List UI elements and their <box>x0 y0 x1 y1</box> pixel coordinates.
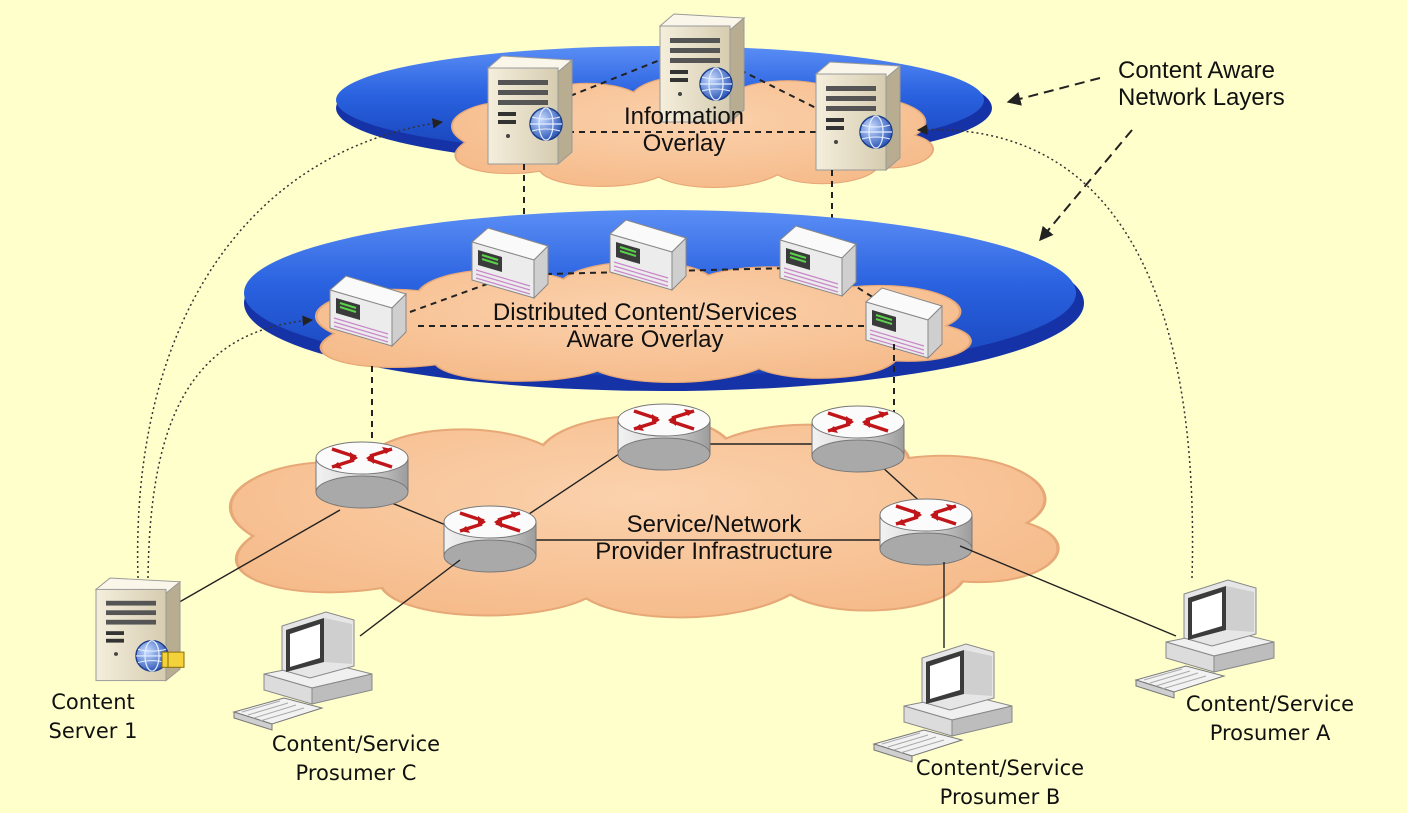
router-3 <box>616 402 712 472</box>
router-1 <box>314 440 410 510</box>
information-overlay-label-line1: Information <box>623 103 745 130</box>
prosumer-c-label-line1: Content/Service <box>271 732 441 756</box>
information-overlay-links <box>559 59 821 133</box>
distributed-overlay-layer <box>244 210 1084 391</box>
content-aware-caption: Content Aware Network Layers <box>1118 57 1285 112</box>
prosumer-a-label-line1: Content/Service <box>1185 692 1355 716</box>
prosumer-c-label-line2: Prosumer C <box>295 761 417 786</box>
layer-connectors-lower <box>371 344 895 446</box>
information-overlay-layer <box>336 13 992 189</box>
caption-arrows <box>1006 77 1133 242</box>
distributed-overlay-label: Distributed Content/Services Aware Overl… <box>410 299 880 354</box>
infrastructure-label-line1: Service/Network <box>626 511 802 538</box>
info-server-left <box>487 55 573 165</box>
prosumer-c-pc <box>233 611 373 731</box>
prosumer-a-label: Content/Service Prosumer A <box>1150 690 1390 749</box>
prosumer-b-label-line2: Prosumer B <box>939 785 1061 810</box>
distributed-overlay-label-line1: Distributed Content/Services <box>492 299 798 326</box>
content-server-1-label-line1: Content <box>51 690 135 714</box>
info-server-right <box>815 61 901 171</box>
prosumer-b-pc <box>873 643 1013 763</box>
information-overlay-label-line2: Overlay <box>642 129 726 157</box>
information-overlay-label: Information Overlay <box>584 103 784 158</box>
prosumer-a-label-line2: Prosumer A <box>1209 721 1331 746</box>
access-links <box>175 509 1177 648</box>
prosumer-b-label: Content/Service Prosumer B <box>880 754 1120 813</box>
prosumer-a-pc <box>1135 579 1275 699</box>
content-server-1-label: Content Server 1 <box>18 688 168 747</box>
content-aware-caption-line2: Network Layers <box>1118 83 1285 111</box>
overlay-access-flows <box>136 118 1194 579</box>
distributed-overlay-label-line2: Aware Overlay <box>566 325 724 353</box>
infrastructure-label: Service/Network Provider Infrastructure <box>524 511 904 566</box>
prosumer-c-label: Content/Service Prosumer C <box>236 730 476 789</box>
content-server-1 <box>95 577 185 682</box>
router-4 <box>810 404 906 474</box>
infrastructure-layer <box>228 402 1060 620</box>
content-server-1-label-line2: Server 1 <box>48 719 138 744</box>
infrastructure-label-line2: Provider Infrastructure <box>595 537 833 565</box>
content-aware-caption-line1: Content Aware <box>1118 57 1275 84</box>
prosumer-b-label-line1: Content/Service <box>915 756 1085 780</box>
